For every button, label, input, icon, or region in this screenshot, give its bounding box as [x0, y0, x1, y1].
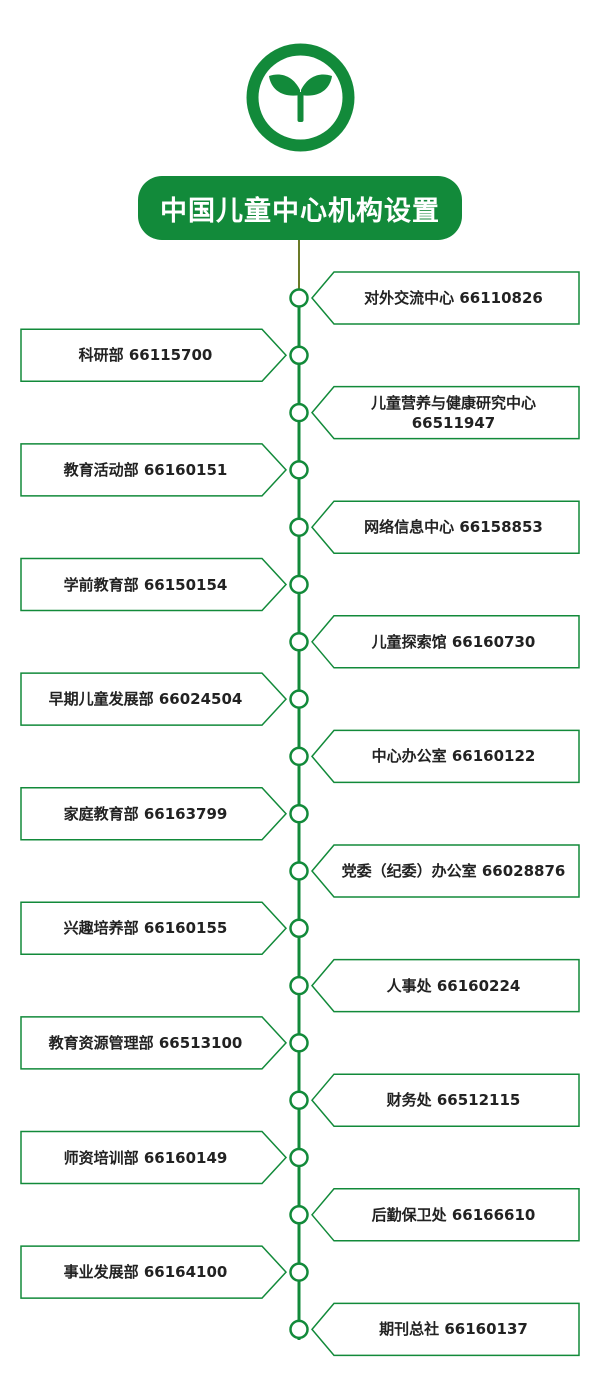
department-box — [311, 1188, 580, 1242]
department-label: 学前教育部 66150154 — [63, 575, 228, 594]
department-box — [311, 1302, 580, 1357]
timeline-node — [289, 918, 309, 939]
timeline-node — [289, 517, 309, 537]
department-box — [20, 1245, 288, 1299]
department-label: 期刊总社 66160137 — [379, 1320, 528, 1339]
timeline-node — [289, 345, 309, 366]
timeline-node — [289, 1205, 309, 1225]
department-box — [311, 729, 580, 784]
timeline-node — [289, 574, 309, 595]
department-label: 事业发展部 66164100 — [63, 1263, 228, 1282]
department-box — [20, 557, 288, 612]
department-box — [20, 1130, 288, 1185]
department-box — [311, 844, 580, 898]
timeline-node — [289, 1262, 309, 1282]
department-label: 教育活动部 66160151 — [63, 460, 228, 479]
department-box — [20, 901, 288, 956]
department-box — [20, 443, 288, 497]
department-label: 中心办公室 66160122 — [371, 747, 536, 766]
timeline-node — [289, 1090, 309, 1110]
page-title: 中国儿童中心机构设置 — [138, 176, 462, 240]
department-box — [311, 958, 580, 1013]
department-label: 教育资源管理部 66513100 — [48, 1033, 243, 1052]
timeline-node — [289, 689, 309, 709]
department-box — [311, 615, 580, 669]
department-label: 早期儿童发展部 66024504 — [48, 690, 243, 709]
department-box — [311, 385, 580, 440]
department-label: 师资培训部 66160149 — [63, 1148, 228, 1167]
department-box — [20, 328, 288, 383]
department-label: 党委（纪委）办公室 66028876 — [341, 862, 566, 880]
timeline-node — [289, 746, 309, 767]
department-label: 财务处 66512115 — [386, 1091, 521, 1110]
timeline-node — [289, 460, 309, 480]
department-label: 兴趣培养部 66160155 — [63, 919, 228, 938]
timeline-node — [289, 1033, 309, 1053]
timeline-node — [289, 1147, 309, 1168]
department-label: 网络信息中心 66158853 — [364, 518, 543, 537]
timeline-node — [289, 402, 309, 423]
timeline-node — [289, 288, 309, 308]
timeline-node — [289, 803, 309, 824]
department-box — [311, 271, 580, 325]
department-label: 人事处 66160224 — [386, 976, 521, 995]
timeline-node — [289, 861, 309, 881]
department-box — [20, 1016, 288, 1070]
timeline-node — [289, 632, 309, 652]
page-title-text: 中国儿童中心机构设置 — [160, 195, 440, 227]
department-label: 科研部 66115700 — [78, 346, 213, 365]
department-label: 对外交流中心 66110826 — [364, 289, 543, 307]
department-label: 儿童探索馆 66160730 — [371, 632, 536, 651]
timeline-node — [289, 975, 309, 996]
department-box — [20, 672, 288, 726]
department-box — [311, 500, 580, 554]
timeline-node — [289, 1319, 309, 1340]
sprout-logo-icon — [246, 43, 355, 152]
department-box — [20, 786, 288, 841]
department-label: 儿童营养与健康研究中心 66511947 — [370, 393, 536, 432]
department-box — [311, 1073, 580, 1127]
department-label: 家庭教育部 66163799 — [63, 804, 228, 823]
department-label: 后勤保卫处 66166610 — [371, 1205, 536, 1224]
